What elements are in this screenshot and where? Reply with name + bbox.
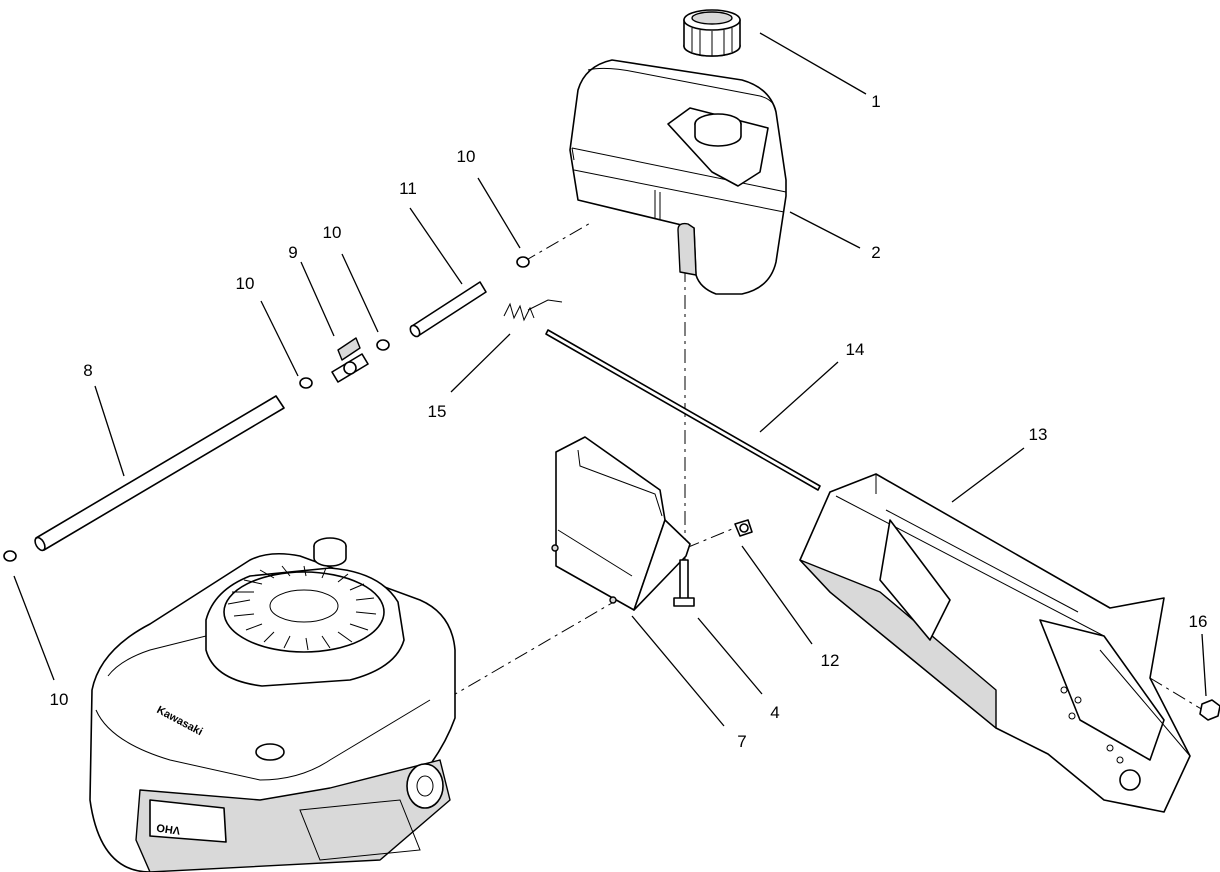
- callout-11: 11: [399, 179, 417, 198]
- fuel-valve-part: [331, 337, 369, 383]
- fuel-tank-part: [569, 59, 787, 295]
- callout-1: 1: [871, 92, 880, 111]
- callout-10-bottom: 10: [50, 690, 69, 709]
- frame-assembly-part: [799, 473, 1191, 813]
- tank-bracket-part: [551, 436, 691, 611]
- callout-4: 4: [770, 703, 779, 722]
- callout-10-top: 10: [457, 147, 476, 166]
- callout-9: 9: [288, 243, 297, 262]
- spring-part: [503, 299, 563, 322]
- callout-10-middle: 10: [236, 274, 255, 293]
- fuel-cap-part: [683, 9, 741, 57]
- callout-8: 8: [83, 361, 92, 380]
- callout-15: 15: [428, 402, 447, 421]
- nut-part: [1199, 699, 1220, 721]
- engine-model-label: OHV: [156, 821, 182, 836]
- callout-10-upper: 10: [323, 223, 342, 242]
- leader-lines: [13, 32, 1207, 727]
- throttle-rod-part: [545, 329, 821, 491]
- short-fuel-hose-part: [409, 281, 487, 338]
- hose-clamp-parts: [3, 256, 530, 562]
- callout-12: 12: [821, 651, 840, 670]
- callout-16: 16: [1189, 612, 1208, 631]
- callout-2: 2: [871, 243, 880, 262]
- bolt-part: [673, 559, 695, 607]
- flange-screw-part: [734, 519, 753, 537]
- callout-7: 7: [737, 732, 746, 751]
- callout-labels: 1 2 10 11 10 9 10 8 15 14 13 10 12 4 7 1…: [50, 92, 1208, 751]
- engine-part: OHV Kawasaki: [89, 537, 456, 872]
- callout-14: 14: [846, 340, 865, 359]
- long-fuel-hose-part: [34, 395, 285, 552]
- callout-13: 13: [1029, 425, 1048, 444]
